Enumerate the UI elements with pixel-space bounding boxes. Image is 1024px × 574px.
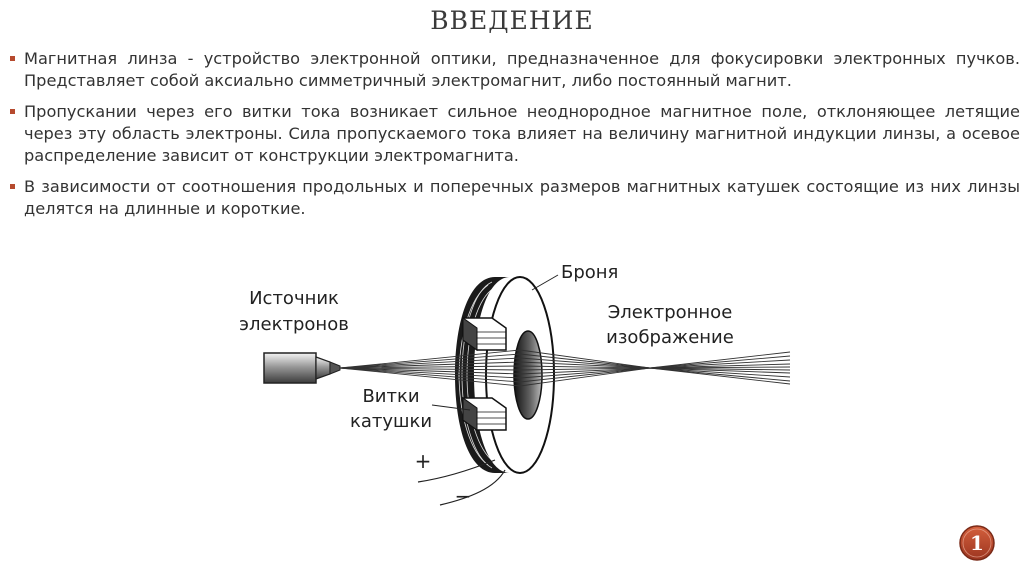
page-number-badge: 1 (959, 525, 995, 561)
bullet-text: Магнитная линза - устройство электронной… (24, 49, 1020, 90)
bullet-marker-icon (10, 184, 15, 189)
bullet-marker-icon (10, 56, 15, 61)
label-coils-line1: Витки (362, 386, 419, 407)
power-leads (417, 459, 506, 506)
label-coils-leader (431, 404, 471, 411)
label-coils-line2: катушки (350, 411, 432, 432)
label-image-line1: Электронное (608, 302, 733, 323)
bullet-text: В зависимости от соотношения продольных … (24, 177, 1020, 218)
slide-title: ВВЕДЕНИЕ (430, 6, 594, 35)
label-armor: Броня (561, 262, 618, 283)
coil-windings (462, 317, 507, 431)
bullet-item: В зависимости от соотношения продольных … (10, 176, 1020, 220)
label-source-line1: Источник (249, 288, 339, 309)
bullet-item: Пропускании через его витки тока возника… (10, 101, 1020, 167)
bullet-text: Пропускании через его витки тока возника… (24, 102, 1020, 165)
electron-gun (263, 352, 341, 384)
label-image-line2: изображение (606, 327, 734, 348)
bullet-list: Магнитная линза - устройство электронной… (10, 48, 1020, 229)
label-armor-leader (531, 274, 559, 291)
label-minus: − (455, 484, 472, 508)
electron-beam (339, 349, 791, 387)
label-source-line2: электронов (239, 314, 349, 335)
page-number: 1 (970, 531, 984, 555)
bullet-marker-icon (10, 109, 15, 114)
label-plus: + (415, 449, 432, 473)
bullet-item: Магнитная линза - устройство электронной… (10, 48, 1020, 92)
